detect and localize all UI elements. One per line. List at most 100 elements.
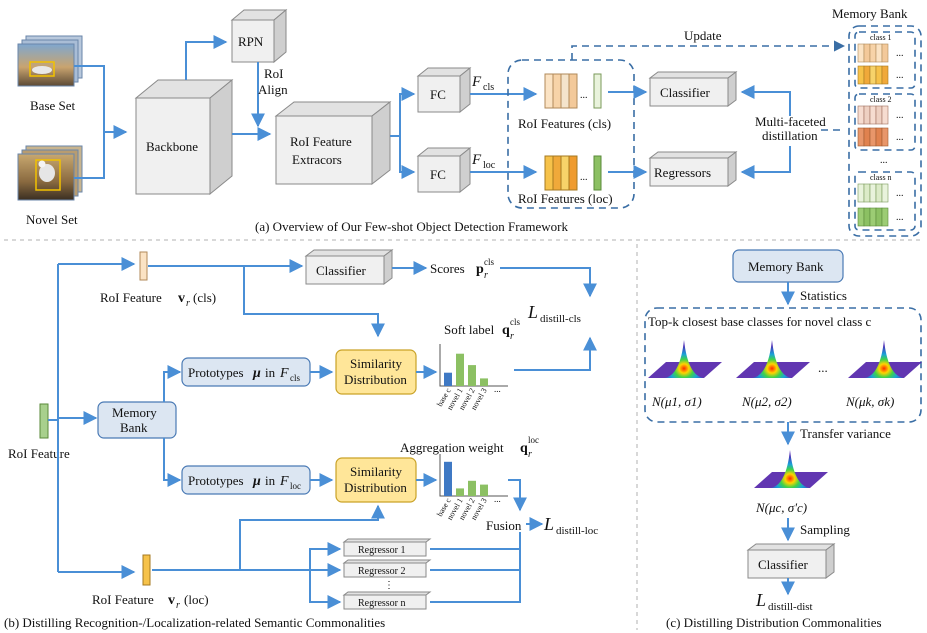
base-set-label: Base Set (30, 98, 76, 113)
svg-text:v: v (168, 593, 175, 608)
prototypes-cls-label: Prototypes μ in F cls (188, 365, 300, 383)
bar-novel-2 (468, 480, 476, 496)
class-n-ellipsis-bottom: ... (896, 212, 904, 223)
svg-text:μ: μ (252, 474, 261, 489)
classifier-label-b: Classifier (316, 263, 366, 278)
svg-text:distill-dist: distill-dist (768, 601, 813, 613)
bar-novel-1 (456, 353, 464, 386)
svg-text:L: L (755, 590, 766, 610)
gaussian-1 (648, 340, 722, 378)
svg-text:v: v (178, 291, 185, 306)
f-cls-subscript: cls (483, 82, 494, 93)
roi-feature-cls-bar (139, 251, 148, 281)
roi-features-loc-label: RoI Features (loc) (518, 191, 613, 206)
update-label: Update (684, 28, 722, 43)
f-loc-symbol: F (471, 152, 482, 168)
class-n-label: class n (870, 173, 892, 182)
roi-extractor-label-1: RoI Feature (290, 134, 352, 149)
loss-distill-cls: L distill-cls (527, 302, 581, 325)
svg-text:RoI Feature: RoI Feature (92, 592, 154, 607)
svg-text:r: r (176, 600, 180, 611)
fc-bottom-label: FC (430, 167, 446, 182)
roi-align-label-2: Align (258, 82, 288, 97)
regressors-block-a (648, 151, 738, 187)
backbone-block (134, 78, 234, 196)
classifier-label-a: Classifier (660, 85, 710, 100)
svg-text:F: F (279, 366, 289, 381)
memory-bank-box-b (97, 401, 177, 439)
dist-k-label: N(μk, σk) (845, 394, 894, 409)
sampling-label: Sampling (800, 522, 850, 537)
prototypes-loc-label: Prototypes μ in F loc (188, 473, 301, 491)
f-loc-subscript: loc (483, 160, 496, 171)
memory-bank-container (848, 25, 922, 237)
roi-features-group (507, 59, 635, 209)
bar-novel-3 (480, 378, 488, 386)
svg-text:q: q (502, 323, 510, 338)
gaussian-c (754, 450, 828, 488)
regressor-2 (342, 559, 432, 578)
roi-feature-input (39, 403, 49, 439)
class-1-label: class 1 (870, 33, 892, 42)
svg-text:q: q (520, 441, 528, 456)
svg-text:distill-cls: distill-cls (540, 313, 581, 325)
roi-features-cls-stack: ... (544, 73, 602, 109)
roi-features-loc-stack: ... (544, 155, 602, 191)
classifier-label-c: Classifier (758, 557, 808, 572)
bar-novel-3 (480, 484, 488, 496)
classifier-block-a (648, 71, 738, 107)
svg-text:in: in (265, 473, 276, 488)
f-cls-symbol: F (471, 74, 482, 90)
panel-c: Memory Bank Statistics Top-k closest bas… (644, 249, 922, 630)
memory-bank-title: Memory Bank (832, 6, 908, 21)
novel-set-label: Novel Set (26, 212, 78, 227)
roi-features-cls-label: RoI Features (cls) (518, 116, 611, 131)
memory-class-1: class 1 ... ... (854, 31, 916, 89)
multi-faceted-label-1: Multi-faceted (755, 114, 826, 129)
gaussian-2 (736, 340, 810, 378)
regressor-ellipsis: ⋮ (384, 580, 394, 591)
svg-text:RoI Feature: RoI Feature (100, 290, 162, 305)
base-set-images (17, 35, 83, 87)
roi-feature-cls-label: RoI Feature v r (cls) (100, 290, 216, 309)
regressor-1-label: Regressor 1 (358, 545, 406, 556)
similarity-loc-label-1: Similarity (350, 464, 403, 479)
similarity-loc-label-2: Distribution (344, 480, 407, 495)
bar-chart-ellipsis: ... (494, 384, 501, 394)
caption-c: (c) Distilling Distribution Commonalitie… (666, 615, 882, 630)
similarity-cls-label-2: Distribution (344, 372, 407, 387)
svg-text:loc: loc (290, 481, 301, 491)
regressor-1 (342, 538, 432, 557)
svg-text:(loc): (loc) (184, 592, 209, 607)
svg-text:L: L (527, 302, 538, 322)
roi-extractor-label-2: Extracors (292, 152, 342, 167)
statistics-label: Statistics (800, 288, 847, 303)
memory-bank-label-b-1: Memory (112, 405, 157, 420)
svg-text:in: in (265, 365, 276, 380)
dist-1-label: N(μ1, σ1) (651, 394, 702, 409)
class-2-label: class 2 (870, 95, 892, 104)
svg-text:p: p (476, 262, 484, 277)
regressor-n (342, 591, 432, 610)
scores-label: Scores p r cls (430, 257, 494, 281)
bar-chart-ellipsis: ... (494, 494, 501, 504)
classifier-block-b (304, 249, 394, 285)
svg-text:r: r (528, 449, 532, 460)
caption-b: (b) Distilling Recognition-/Localization… (4, 615, 385, 630)
loss-distill-loc: L distill-loc (543, 514, 598, 537)
backbone-label: Backbone (146, 139, 198, 154)
roi-feature-loc-bar (142, 554, 151, 586)
fc-top-block (416, 66, 472, 114)
regressor-n-label: Regressor n (358, 598, 406, 609)
bar-base-c (444, 372, 452, 386)
panel-a: Base Set Novel Set Backbone RPN (17, 6, 922, 237)
svg-text:Soft label: Soft label (444, 322, 495, 337)
svg-text:Scores: Scores (430, 261, 465, 276)
fc-top-label: FC (430, 87, 446, 102)
topk-label: Top-k closest base classes for novel cla… (648, 314, 872, 329)
memory-bank-label-b-2: Bank (120, 420, 148, 435)
regressor-2-label: Regressor 2 (358, 566, 406, 577)
